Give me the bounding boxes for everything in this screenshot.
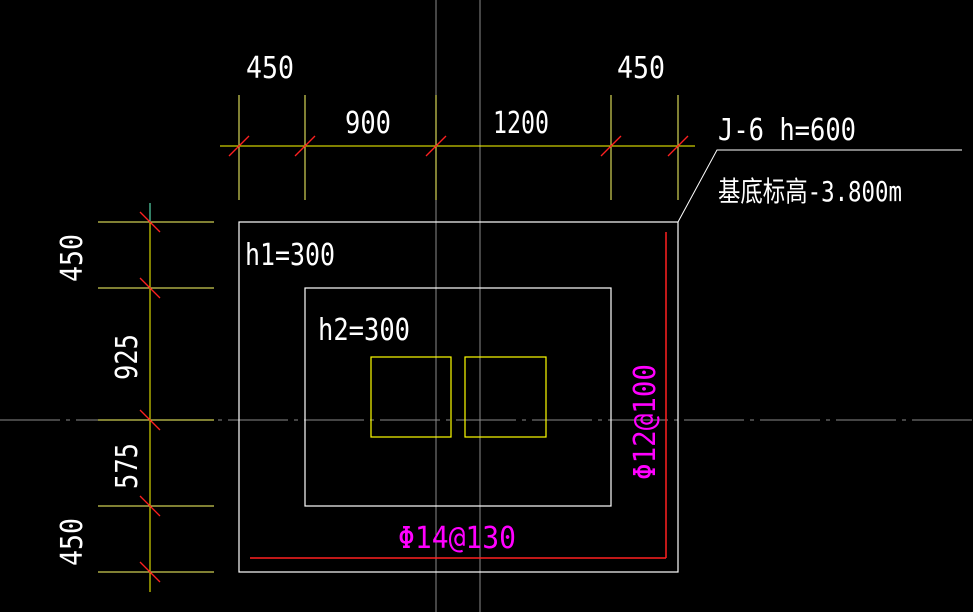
left-tick-3 (139, 409, 161, 431)
top-dim-4: 450 (617, 51, 665, 86)
left-tick-5 (139, 561, 161, 583)
top-tick-1 (228, 135, 250, 157)
rebar-horizontal-label: Φ14@130 (398, 521, 516, 556)
footing-label: J-6 h=600 (718, 113, 856, 148)
leader-line (677, 149, 962, 223)
left-tick-4 (139, 495, 161, 517)
left-tick-2 (139, 277, 161, 299)
top-dim-1: 450 (246, 51, 294, 86)
top-tick-4 (600, 135, 622, 157)
top-dim-2: 900 (345, 106, 391, 141)
top-tick-3 (425, 135, 447, 157)
left-dimension-chain: 450 925 575 450 (55, 203, 214, 592)
columns (370, 356, 547, 438)
left-dim-3: 575 (110, 443, 145, 489)
rebar-vertical-label: Φ12@100 (628, 364, 663, 480)
footing-elevation: 基底标高-3.800m (718, 175, 902, 208)
top-tick-5 (667, 135, 689, 157)
left-tick-1 (139, 211, 161, 233)
left-ticks (139, 211, 161, 583)
top-dimension-chain: 450 900 1200 450 (220, 51, 695, 200)
top-dim-3: 1200 (493, 106, 549, 141)
inner-step-outline (304, 287, 612, 507)
left-dim-1: 450 (55, 234, 90, 282)
column-left (370, 356, 452, 438)
column-right (464, 356, 547, 438)
left-extension-lines (98, 221, 214, 573)
outer-step-outline (238, 221, 679, 573)
h1-label: h1=300 (245, 238, 335, 273)
top-ticks (228, 135, 689, 157)
footing-outlines (238, 221, 679, 573)
h2-label: h2=300 (318, 313, 410, 348)
top-tick-2 (294, 135, 316, 157)
left-dim-2: 925 (110, 334, 145, 380)
label-leader (677, 149, 962, 223)
top-extension-lines (238, 95, 679, 200)
left-dim-4: 450 (55, 518, 90, 566)
rebar-lines (250, 232, 667, 559)
